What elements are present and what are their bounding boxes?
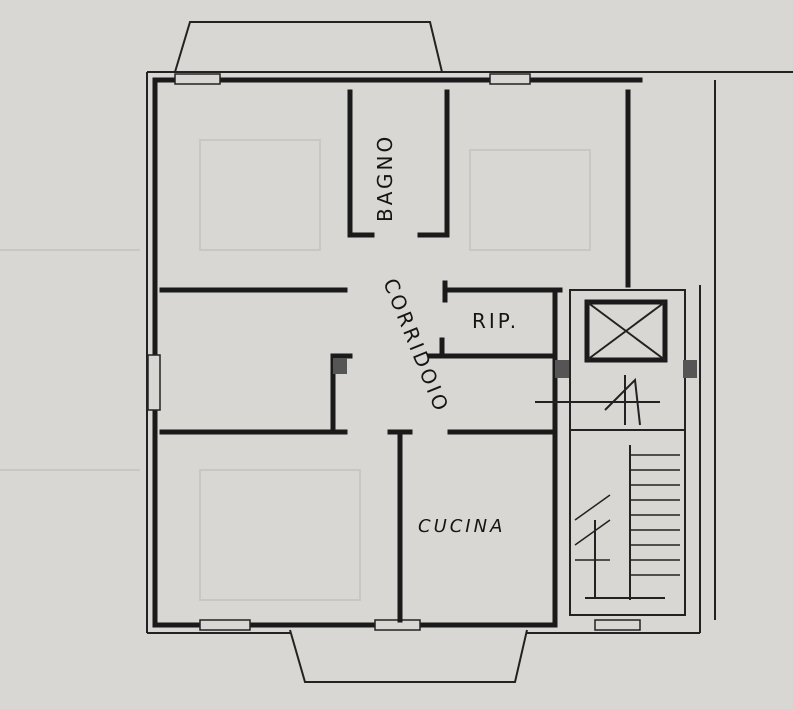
column xyxy=(333,358,347,374)
elevator-shaft xyxy=(584,299,668,363)
room-label-bathroom: BAGNO xyxy=(373,134,397,222)
room-label-kitchen: CUCINA xyxy=(418,516,505,537)
column xyxy=(683,360,697,378)
stairwell xyxy=(333,289,697,616)
column xyxy=(555,360,569,378)
outer-walls xyxy=(146,71,793,634)
background-faint-lines xyxy=(0,139,591,601)
windows xyxy=(147,73,641,631)
top-bay-window xyxy=(174,21,443,73)
room-label-storage: RIP. xyxy=(472,309,519,333)
bottom-bay-window xyxy=(289,629,528,683)
interior-walls xyxy=(159,89,631,623)
